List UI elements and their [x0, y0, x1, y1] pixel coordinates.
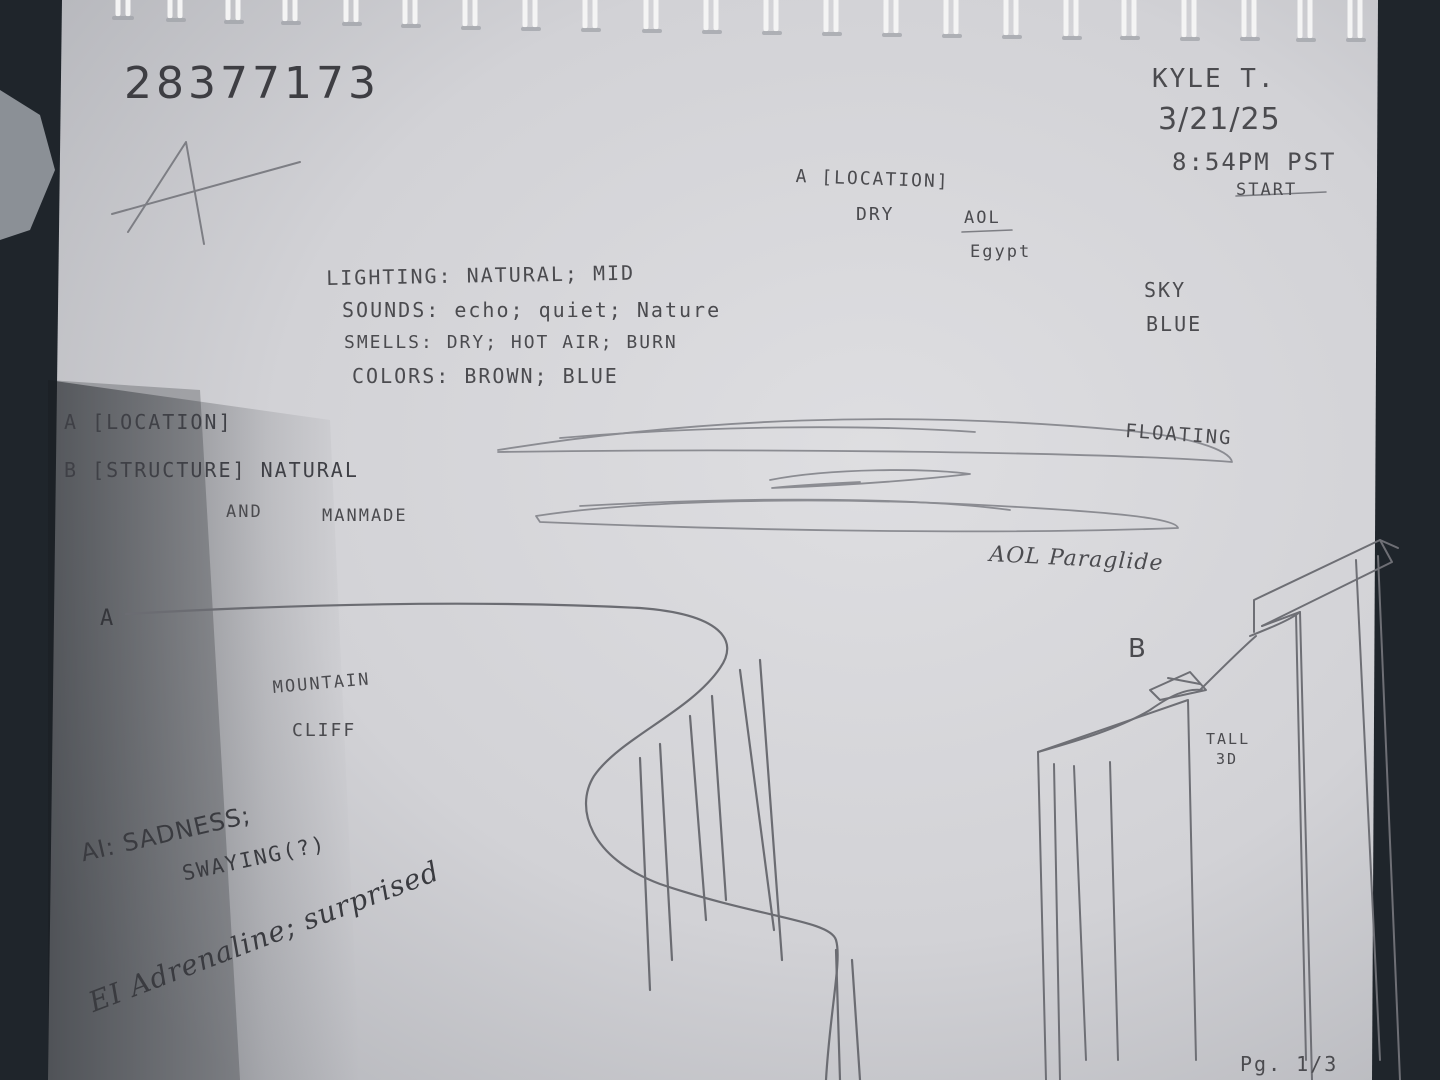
colors-line: COLORS: BROWN; BLUE: [352, 364, 619, 388]
marker-b: B: [1128, 634, 1147, 664]
date-text: 3/21/25: [1158, 102, 1281, 137]
structure-location-line: A [LOCATION]: [64, 410, 233, 434]
egypt-label: Egypt: [970, 242, 1031, 262]
sky-label: SKY: [1144, 278, 1186, 302]
page-number: Pg. 1/3: [1240, 1052, 1338, 1076]
dry-label: DRY: [856, 204, 895, 225]
smells-line: SMELLS: DRY; HOT AIR; BURN: [344, 332, 678, 353]
marker-a: A: [100, 606, 115, 631]
three-d-label: 3D: [1216, 750, 1238, 768]
cliff-label: CLIFF: [292, 720, 356, 741]
author-name: KYLE T.: [1152, 64, 1276, 94]
tall-label: TALL: [1206, 730, 1250, 748]
time-text: 8:54PM PST: [1172, 148, 1337, 176]
sky-color: BLUE: [1146, 312, 1202, 336]
sounds-line: SOUNDS: echo; quiet; Nature: [342, 298, 721, 322]
and-label: AND: [226, 502, 263, 522]
structure-line: B [STRUCTURE] NATURAL: [64, 458, 359, 482]
start-label: START: [1236, 180, 1297, 200]
manmade-label: MANMADE: [322, 506, 408, 526]
id-number: 28377173: [124, 58, 380, 109]
aol-label: AOL: [964, 208, 1001, 228]
